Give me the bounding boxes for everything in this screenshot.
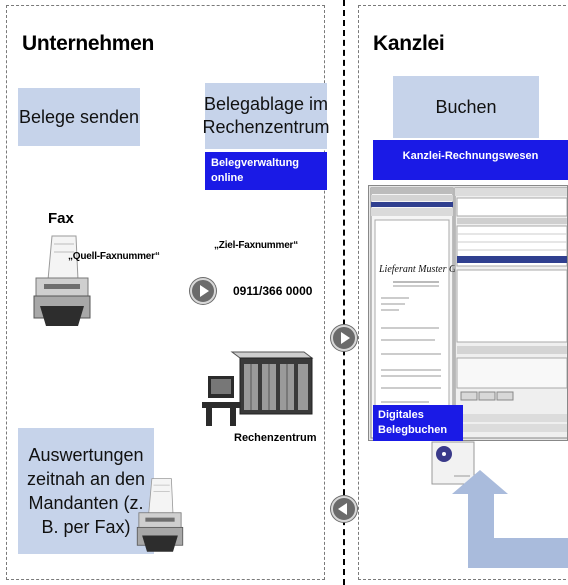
office-title: Kanzlei — [373, 32, 445, 55]
play-right-icon[interactable] — [190, 278, 216, 304]
receipt-storage-label: Belegablage im Rechenzentrum — [202, 94, 330, 137]
play-left-icon[interactable] — [331, 496, 357, 522]
return-arrow-icon — [452, 470, 568, 568]
cd-disc-icon — [431, 441, 475, 485]
source-fax-label: „Quell-Faxnummer“ — [68, 251, 160, 262]
send-receipts-box: Belege senden — [18, 88, 140, 146]
play-right-icon[interactable] — [331, 325, 357, 351]
receipt-management-label: Belegverwaltung online — [211, 157, 300, 184]
svg-text:Lieferant Muster GmbH: Lieferant Muster GmbH — [378, 264, 476, 275]
accounting-label: Kanzlei-Rechnungswesen — [402, 150, 539, 162]
accounting-banner: Kanzlei-Rechnungswesen — [373, 140, 568, 180]
posting-box: Buchen — [393, 76, 539, 138]
reports-box: Auswertungen zeitnah an den Mandanten (z… — [18, 428, 154, 554]
posting-label: Buchen — [435, 96, 497, 117]
digital-posting-badge: Digitales Belegbuchen — [373, 405, 463, 441]
computing-center-label: Rechenzentrum — [234, 432, 317, 444]
send-receipts-label: Belege senden — [18, 106, 140, 127]
company-title: Unternehmen — [22, 32, 155, 55]
fax-heading: Fax — [48, 210, 74, 227]
receipt-storage-box: Belegablage im Rechenzentrum — [202, 83, 330, 149]
fax-machine-icon — [136, 478, 184, 552]
target-fax-label: „Ziel-Faxnummer“ — [214, 240, 299, 251]
workstation-icon — [202, 376, 240, 426]
reports-label: Auswertungen zeitnah an den Mandanten (z… — [26, 445, 146, 537]
server-rack-icon — [230, 351, 314, 415]
digital-posting-label: Digitales Belegbuchen — [378, 409, 448, 436]
fax-machine-icon — [33, 235, 91, 326]
accounting-software-screenshot: Lieferant Muster GmbH — [368, 185, 568, 441]
fax-number: 0911/366 0000 — [233, 284, 313, 298]
receipt-management-badge: Belegverwaltung online — [205, 152, 327, 190]
panel-divider — [343, 0, 345, 585]
